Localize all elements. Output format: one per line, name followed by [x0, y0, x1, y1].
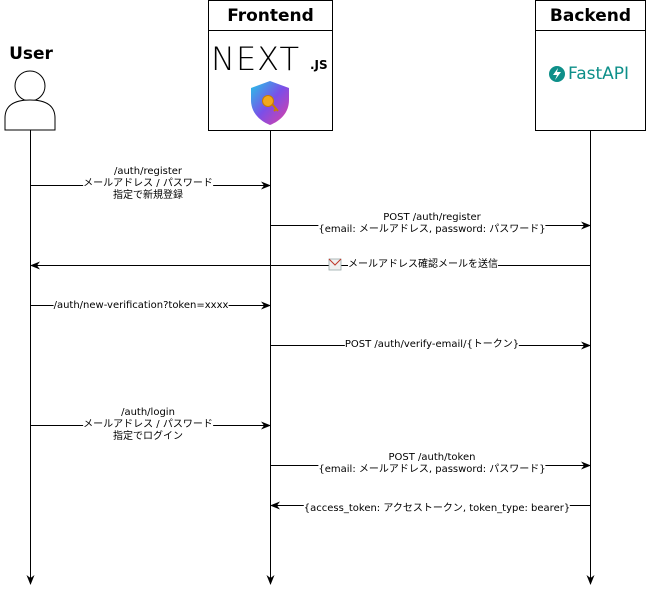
user-label: User — [9, 44, 53, 64]
message-label-5: POST /auth/verify-email/{トークン} — [344, 339, 520, 351]
message-label-2: POST /auth/register {email: メールアドレス, pas… — [318, 212, 546, 236]
email-icon — [328, 258, 342, 271]
message-label-3: メールアドレス確認メールを送信 — [348, 259, 498, 271]
message-label-8: {access_token: アクセストークン, token_type: bea… — [303, 503, 571, 515]
frontend-label: Frontend — [227, 6, 314, 26]
backend-box — [535, 0, 646, 131]
backend-label: Backend — [549, 6, 632, 26]
fastapi-bolt-icon — [549, 66, 565, 82]
message-label-4: /auth/new-verification?token=xxxx — [53, 300, 229, 312]
user-actor-icon — [4, 70, 56, 131]
nextjs-logo-main: NEXT — [211, 40, 301, 78]
message-label-7: POST /auth/token {email: メールアドレス, passwo… — [318, 452, 546, 476]
message-label-6: /auth/login メールアドレス / パスワード 指定でログイン — [83, 407, 213, 443]
fastapi-logo-text: FastAPI — [568, 64, 630, 84]
shield-key-icon — [251, 81, 289, 125]
message-label-1: /auth/register メールアドレス / パスワード 指定で新規登録 — [83, 166, 213, 202]
nextjs-logo-sub: .JS — [310, 58, 328, 72]
